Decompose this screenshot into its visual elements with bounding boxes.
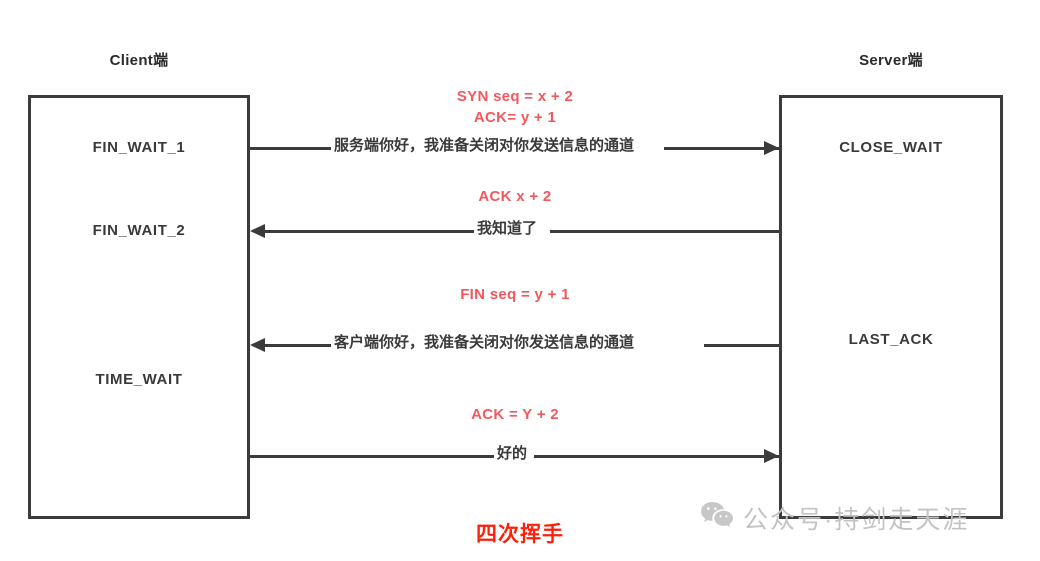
message-4-line-left xyxy=(250,455,498,458)
server-endpoint-title: Server端 xyxy=(859,52,923,69)
client-state-time-wait: TIME_WAIT xyxy=(95,371,183,388)
message-1-arrowhead-right-icon xyxy=(764,141,779,155)
client-state-fin-wait-2: FIN_WAIT_2 xyxy=(92,222,186,239)
message-3-line-right xyxy=(704,344,779,347)
message-2-line-right xyxy=(550,230,779,233)
message-1-caption: 服务端你好，我准备关闭对你发送信息的通道 xyxy=(331,136,638,156)
message-arrow-4: 好的 xyxy=(250,444,779,464)
message-arrow-2: 我知道了 xyxy=(250,219,779,239)
message-1-line-right xyxy=(664,147,779,150)
client-state-fin-wait-1: FIN_WAIT_1 xyxy=(92,139,186,156)
message-arrow-3: 客户端你好，我准备关闭对你发送信息的通道 xyxy=(250,333,779,353)
message-4-caption: 好的 xyxy=(494,444,531,464)
message-2-arrowhead-left-icon xyxy=(250,224,265,238)
message-3-arrowhead-left-icon xyxy=(250,338,265,352)
message-1-line-left xyxy=(250,147,335,150)
message-4-seq-label: ACK = Y + 2 xyxy=(471,406,559,423)
client-lifeline-box xyxy=(28,95,250,519)
message-3-caption: 客户端你好，我准备关闭对你发送信息的通道 xyxy=(331,333,638,353)
client-endpoint-title: Client端 xyxy=(109,52,169,69)
server-state-close-wait: CLOSE_WAIT xyxy=(839,139,943,156)
message-2-seq-label: ACK x + 2 xyxy=(478,188,552,205)
message-2-caption: 我知道了 xyxy=(474,219,541,239)
message-3-seq-label: FIN seq = y + 1 xyxy=(460,286,570,303)
wechat-icon xyxy=(700,501,734,536)
message-2-line-left xyxy=(263,230,478,233)
message-4-arrowhead-right-icon xyxy=(764,449,779,463)
server-lifeline-box xyxy=(779,95,1003,519)
message-1-seq-label: SYN seq = x + 2 ACK= y + 1 xyxy=(456,88,574,126)
server-state-last-ack: LAST_ACK xyxy=(848,331,934,348)
message-4-line-right xyxy=(534,455,779,458)
message-arrow-1: 服务端你好，我准备关闭对你发送信息的通道 xyxy=(250,136,779,156)
diagram-caption: 四次挥手 xyxy=(476,523,564,546)
message-3-line-left xyxy=(263,344,335,347)
